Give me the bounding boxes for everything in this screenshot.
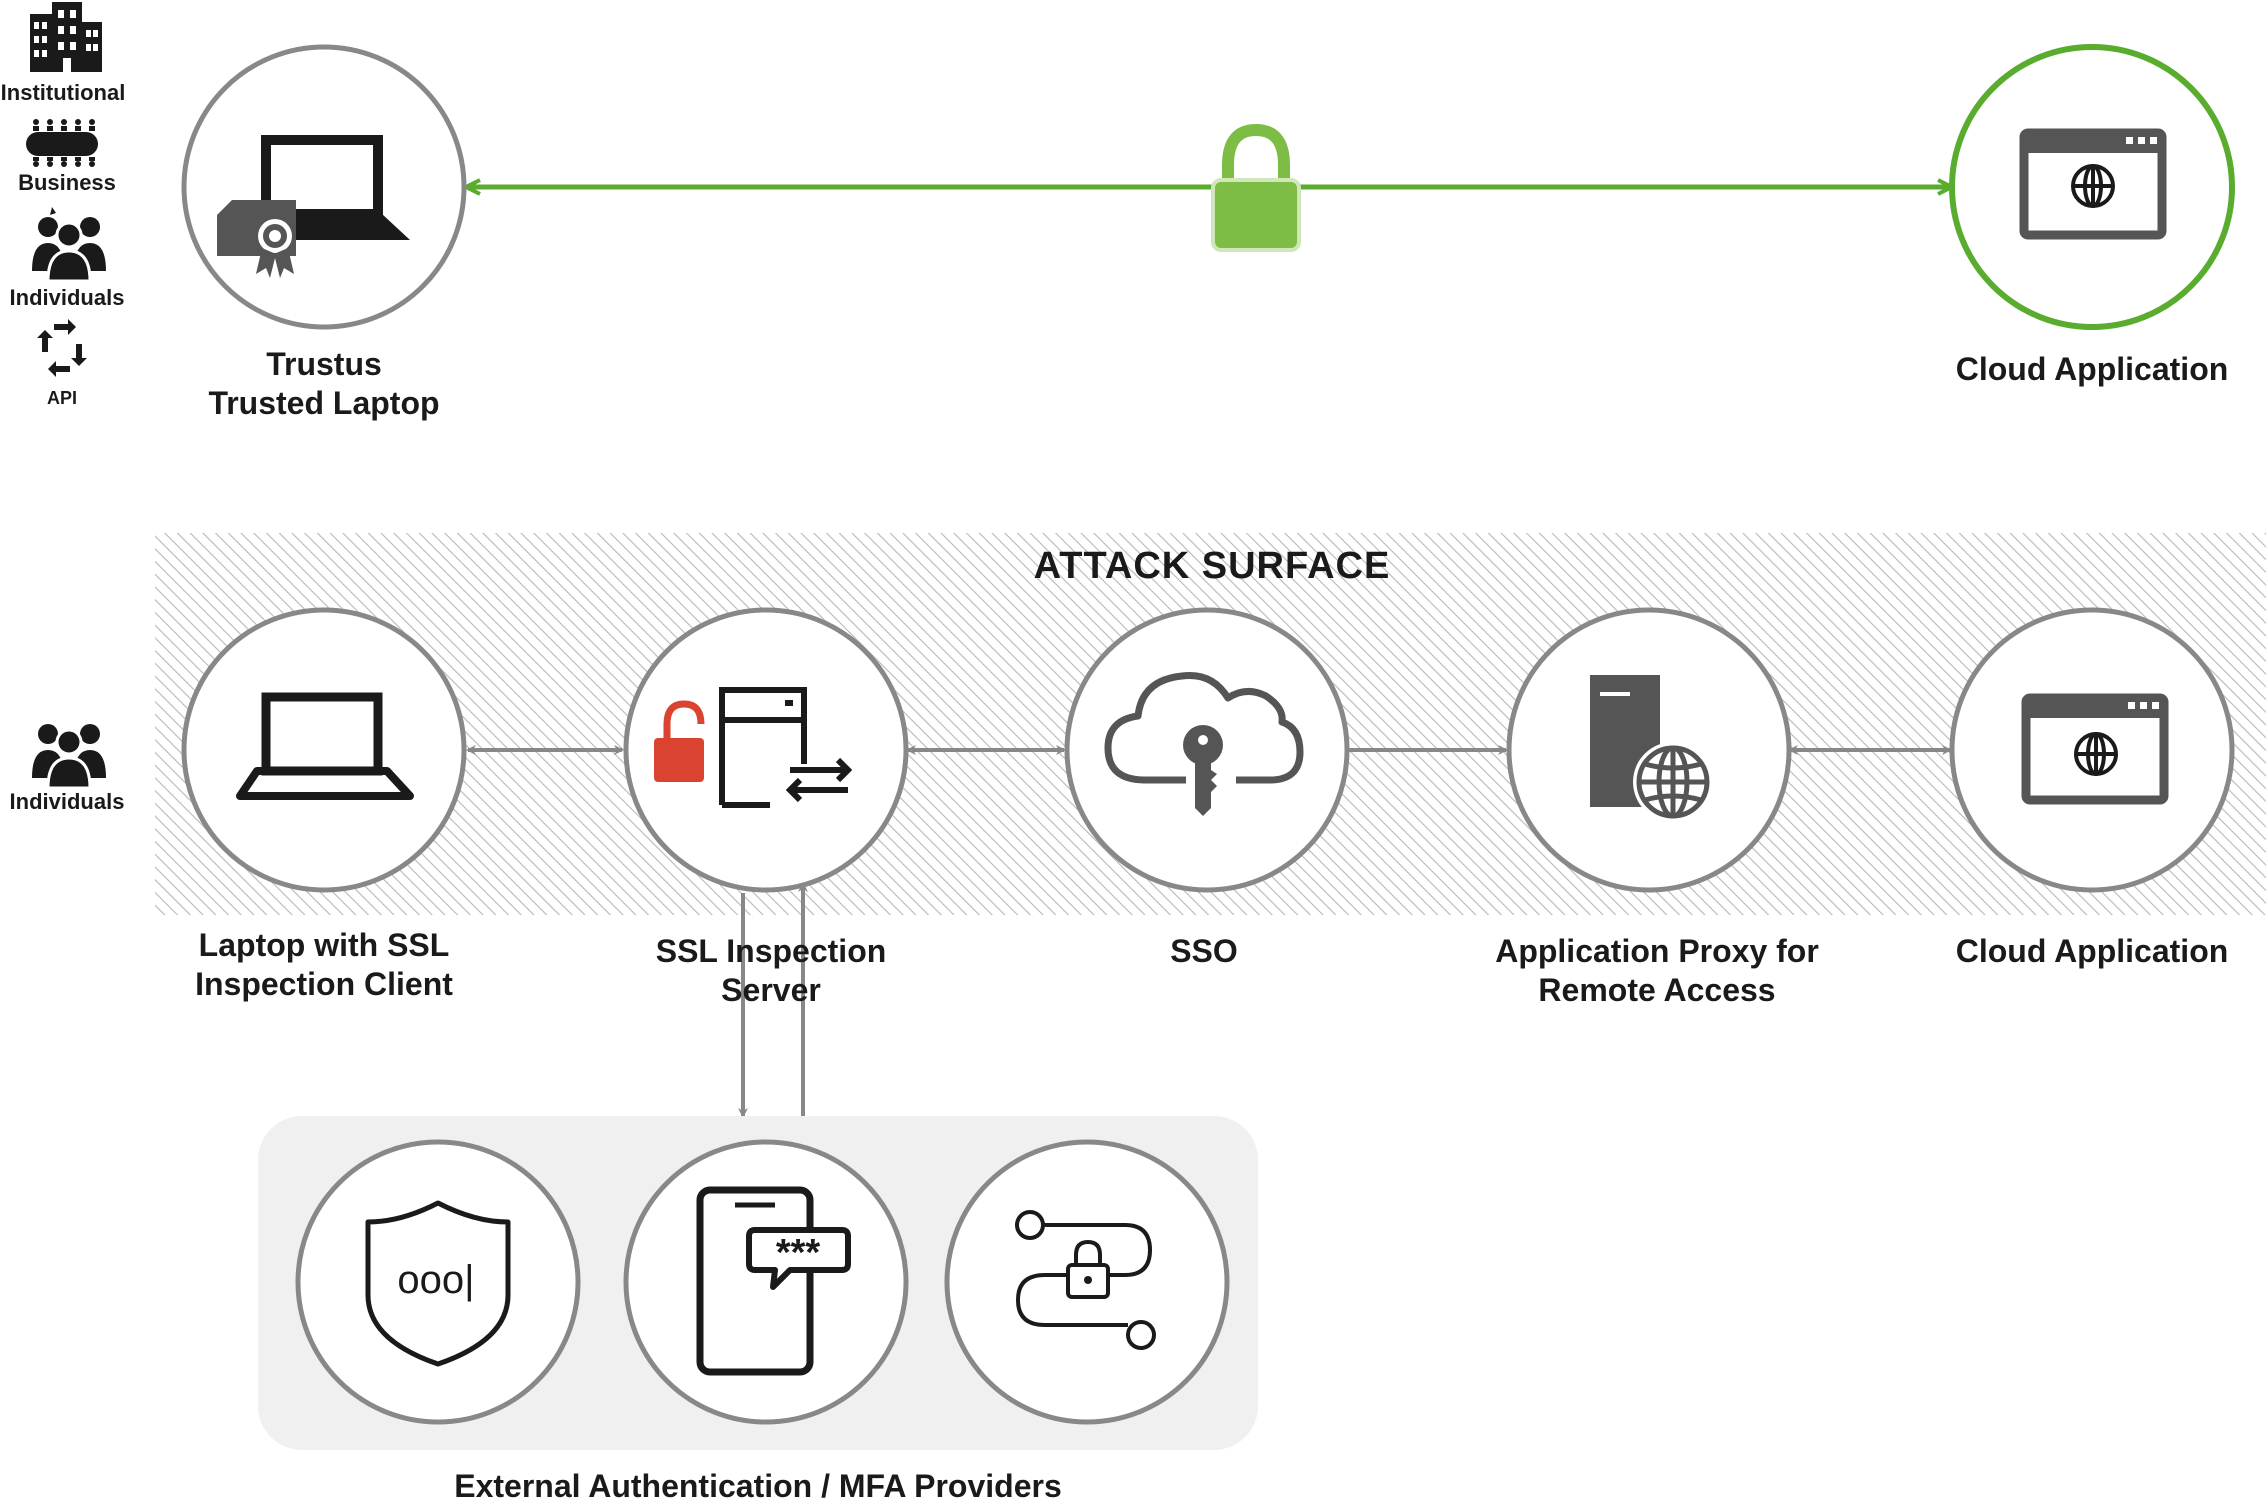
proxy-label-line1: Application Proxy for xyxy=(1495,933,1819,969)
cloud-application-node-top xyxy=(1949,44,2235,330)
sms-code-text: *** xyxy=(776,1232,821,1274)
cloud-application-label: Cloud Application xyxy=(1956,933,2229,969)
padlock-unlocked-icon xyxy=(654,700,705,782)
cloud-application-label-top: Cloud Application xyxy=(1956,351,2229,387)
shield-password-icon: ooo| xyxy=(365,1200,511,1367)
sso-node xyxy=(1064,607,1350,893)
phone-sms-icon: *** xyxy=(696,1186,851,1376)
auth-flow-node xyxy=(944,1139,1230,1425)
laptop-icon xyxy=(236,692,414,800)
trusted-laptop-node xyxy=(181,44,467,330)
ssl-inspection-server-node xyxy=(623,607,909,893)
node-ring xyxy=(623,1139,909,1425)
api-cycle-icon xyxy=(37,319,87,377)
trusted-laptop-label-line2: Trusted Laptop xyxy=(208,385,439,421)
node-connectors xyxy=(466,745,1952,1118)
server-transfer-icon xyxy=(719,687,853,808)
attack-surface-individuals-label: Individuals xyxy=(10,789,125,814)
ssl-server-label-line1: SSL Inspection xyxy=(656,933,887,969)
laptop-node xyxy=(181,607,467,893)
cloud-application-node xyxy=(1949,607,2235,893)
auth-flow-lock-icon xyxy=(1015,1210,1156,1350)
legend: Institutional Business Individuals xyxy=(1,2,126,408)
laptop-label-line1: Laptop with SSL xyxy=(199,927,450,963)
globe-icon xyxy=(2071,164,2115,208)
meeting-table-icon xyxy=(26,119,98,167)
node-ring xyxy=(295,1139,581,1425)
proxy-label-line2: Remote Access xyxy=(1538,972,1775,1008)
sso-label: SSO xyxy=(1170,933,1238,969)
legend-business-label: Business xyxy=(18,170,116,195)
node-ring xyxy=(181,44,467,330)
sms-otp-node: *** xyxy=(623,1139,909,1425)
server-globe-icon xyxy=(1590,675,1713,822)
trusted-laptop-label-line1: Trustus xyxy=(266,346,382,382)
legend-api-label: API xyxy=(47,388,77,408)
building-icon xyxy=(30,2,102,72)
ssl-server-label-line2: Server xyxy=(721,972,821,1008)
padlock-locked-icon xyxy=(1211,123,1301,252)
mfa-providers-label: External Authentication / MFA Providers xyxy=(454,1468,1062,1504)
application-proxy-node xyxy=(1506,607,1792,893)
laptop-certificate-icon xyxy=(217,135,410,278)
attack-surface-title: ATTACK SURFACE xyxy=(1034,545,1391,587)
cloud-key-icon xyxy=(1104,671,1304,816)
mfa-providers-section: ooo| *** External Au xyxy=(258,1116,1258,1504)
legend-institutional-label: Institutional xyxy=(1,80,126,105)
browser-window-icon xyxy=(2021,693,2169,805)
laptop-label-line2: Inspection Client xyxy=(195,966,453,1002)
node-ring xyxy=(181,607,467,893)
globe-icon xyxy=(2074,732,2118,776)
trusted-connection-row: Trustus Trusted Laptop Cloud Application xyxy=(181,44,2235,421)
legend-individuals-label: Individuals xyxy=(10,285,125,310)
people-group-icon xyxy=(32,207,106,283)
people-group-icon xyxy=(32,724,106,790)
password-shield-node: ooo| xyxy=(295,1139,581,1425)
browser-window-icon xyxy=(2019,128,2167,240)
attack-surface-section: ATTACK SURFACE Individuals xyxy=(10,533,2266,1118)
node-ring xyxy=(623,607,909,893)
password-dots-text: ooo| xyxy=(397,1258,474,1302)
node-ring xyxy=(1949,607,2235,893)
